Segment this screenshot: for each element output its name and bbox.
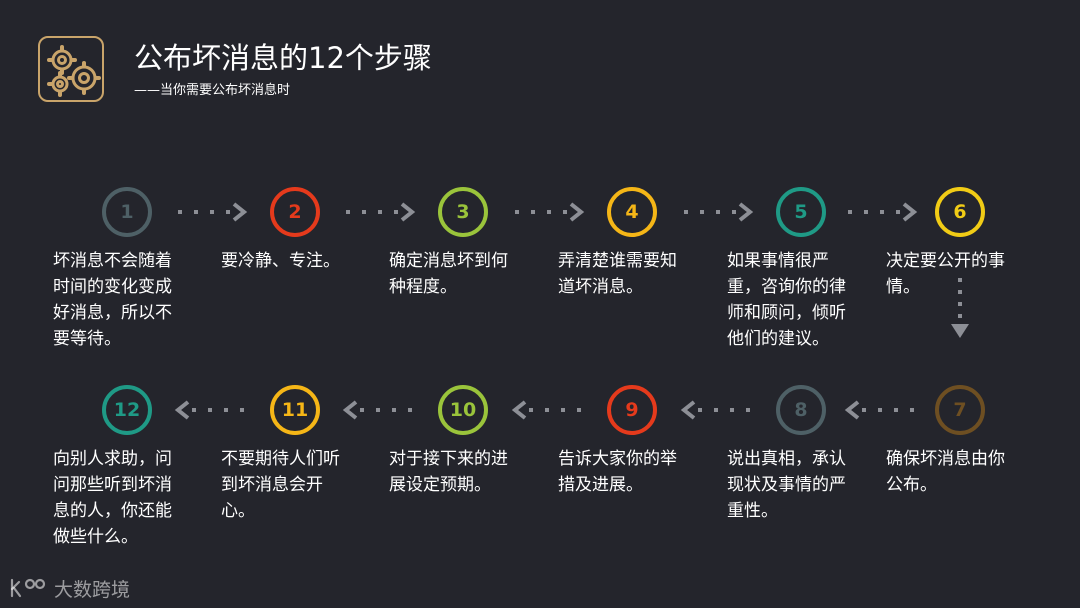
step-circle-2: 2 bbox=[270, 187, 320, 237]
watermark: 大数跨境 bbox=[8, 574, 130, 602]
step-circle-5: 5 bbox=[776, 187, 826, 237]
step-text-5: 如果事情很严重，咨询你的律师和顾问，倾听他们的建议。 bbox=[727, 251, 846, 349]
page-title: 公布坏消息的12个步骤 bbox=[134, 41, 432, 75]
gears-icon bbox=[47, 45, 101, 97]
step-circle-3: 3 bbox=[438, 187, 488, 237]
page-subtitle: ——当你需要公布坏消息时 bbox=[134, 83, 291, 98]
step-text-12: 向别人求助，问问那些听到坏消息的人，你还能做些什么。 bbox=[53, 449, 172, 547]
arrow-down-6 bbox=[951, 278, 969, 338]
arrow-left-8 bbox=[680, 400, 750, 420]
arrow-right-2 bbox=[346, 202, 416, 222]
watermark-text: 大数跨境 bbox=[54, 578, 131, 601]
step-text-1: 坏消息不会随着时间的变化变成好消息，所以不要等待。 bbox=[53, 251, 172, 349]
step-circle-6: 6 bbox=[935, 187, 985, 237]
step-circle-4: 4 bbox=[607, 187, 657, 237]
arrow-right-5 bbox=[847, 202, 917, 222]
logo-box bbox=[38, 36, 104, 102]
step-circle-8: 8 bbox=[776, 385, 826, 435]
arrow-right-4 bbox=[683, 202, 753, 222]
step-text-9: 告诉大家你的举措及进展。 bbox=[558, 449, 677, 495]
step-circle-7: 7 bbox=[935, 385, 985, 435]
step-circle-11: 11 bbox=[270, 385, 320, 435]
step-circle-9: 9 bbox=[607, 385, 657, 435]
step-text-10: 对于接下来的进展设定预期。 bbox=[389, 449, 508, 495]
arrow-right-3 bbox=[514, 202, 584, 222]
step-text-7: 确保坏消息由你公布。 bbox=[886, 449, 1005, 495]
step-text-2: 要冷静、专注。 bbox=[221, 251, 340, 271]
arrow-left-10 bbox=[342, 400, 412, 420]
step-text-3: 确定消息坏到何种程度。 bbox=[389, 251, 508, 297]
step-text-8: 说出真相，承认现状及事情的严重性。 bbox=[727, 449, 846, 521]
arrow-left-7 bbox=[844, 400, 914, 420]
arrow-right-1 bbox=[178, 202, 248, 222]
step-circle-10: 10 bbox=[438, 385, 488, 435]
step-text-6: 决定要公开的事情。 bbox=[886, 251, 1005, 297]
step-circle-1: 1 bbox=[102, 187, 152, 237]
step-circle-12: 12 bbox=[102, 385, 152, 435]
k100-logo-icon bbox=[10, 578, 46, 598]
step-text-4: 弄清楚谁需要知道坏消息。 bbox=[558, 251, 677, 297]
arrow-left-11 bbox=[174, 400, 244, 420]
step-text-11: 不要期待人们听到坏消息会开心。 bbox=[221, 449, 340, 521]
arrow-left-9 bbox=[511, 400, 581, 420]
